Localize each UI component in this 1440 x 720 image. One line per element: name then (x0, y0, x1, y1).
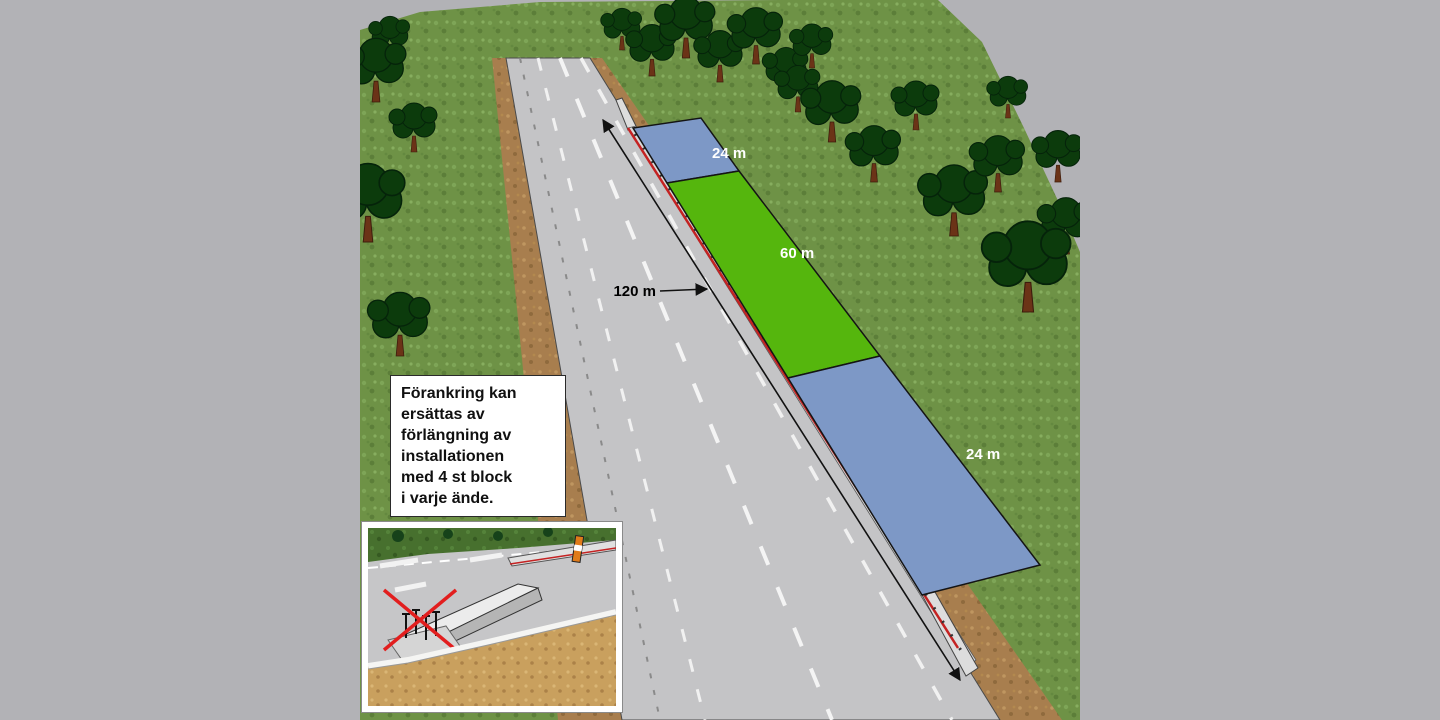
label-24m-bottom: 24 m (966, 446, 1000, 463)
inset-detail-svg (368, 528, 616, 706)
annotation-box: Förankring kan ersättas av förlängning a… (390, 375, 566, 517)
dimension-line-120m (602, 118, 961, 682)
annotation-line: i varje ände. (401, 490, 494, 507)
anchor-spikes (402, 609, 440, 640)
annotation-line: ersättas av (401, 406, 485, 423)
label-60m: 60 m (780, 245, 814, 262)
annotation-line: förlängning av (401, 427, 512, 444)
label-120m: 120 m (613, 283, 656, 300)
inset-detail (361, 521, 623, 713)
annotation-line: med 4 st block (401, 469, 513, 486)
inset-bushes (392, 528, 553, 542)
inset-dirt-foreground (368, 612, 616, 706)
annotation-line: installationen (401, 448, 505, 465)
anchor-cross-icon (382, 588, 458, 652)
inset-curb-shadow (368, 614, 616, 670)
inset-curb (368, 609, 616, 669)
inset-marker-post (571, 534, 585, 563)
dimension-leader-120m (659, 283, 709, 296)
annotation-line: Förankring kan (401, 385, 517, 402)
illustration-panel: 24 m 60 m 120 m 24 m Förankring kan ersä… (360, 0, 1080, 720)
inset-lane-dashes (379, 552, 503, 593)
inset-grass-band (368, 528, 616, 562)
inset-barrier-red-edge (509, 547, 616, 565)
label-24m-top: 24 m (712, 145, 746, 162)
